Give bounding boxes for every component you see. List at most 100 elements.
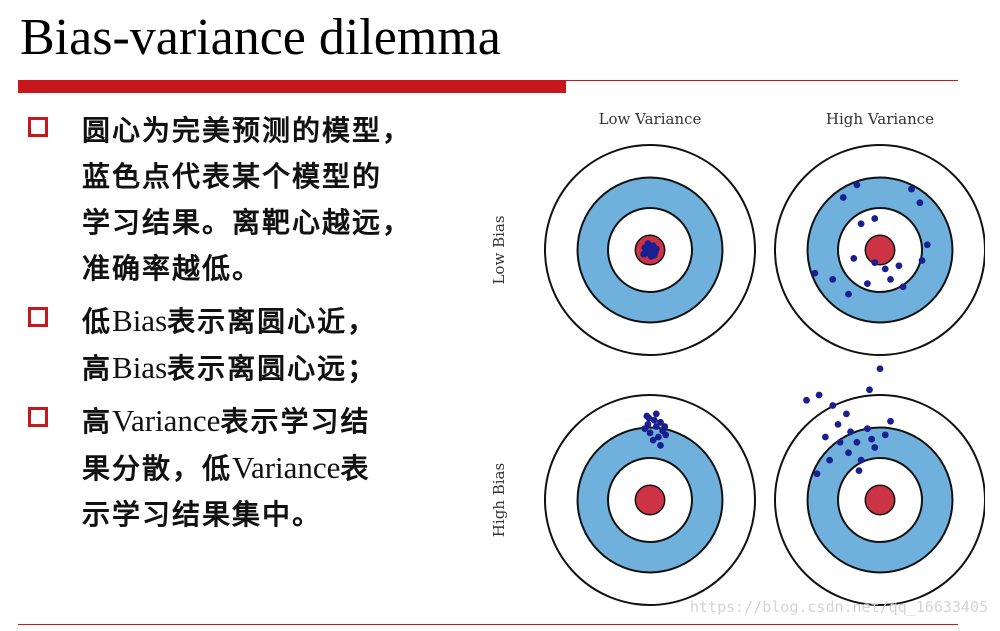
bullet-text-segment: Bias (112, 303, 168, 338)
bullet-text-segment: 表 (340, 452, 371, 485)
prediction-dot (855, 467, 863, 474)
bullet-text-segment: 准确率越低。 (82, 252, 263, 285)
prediction-dot (843, 410, 850, 418)
bullet-text-segment: 示学习结果集中。 (82, 498, 323, 531)
bullet-text-segment: 学习结果。离靶心越远， (82, 206, 413, 239)
prediction-dot (887, 276, 894, 283)
prediction-dot (650, 251, 658, 259)
prediction-dot (829, 402, 837, 409)
prediction-dot (871, 215, 879, 222)
row-label: Low Bias (490, 215, 508, 284)
bullet-text-line: 低Bias表示离圆心近， (82, 298, 508, 345)
prediction-dot (657, 442, 664, 449)
prediction-dot (923, 241, 931, 249)
prediction-dot (853, 438, 861, 446)
watermark: https://blog.csdn.net/qq_16633405 (689, 598, 988, 616)
bullet-text-segment: 表示离圆心近， (167, 305, 378, 338)
prediction-dot (857, 220, 865, 228)
prediction-dot (643, 245, 651, 253)
prediction-dot (641, 425, 649, 432)
prediction-dot (662, 431, 670, 439)
bullet-text-segment: 高 (82, 352, 113, 385)
prediction-dot (845, 290, 852, 298)
bullet-text-segment: Bias (112, 350, 168, 385)
prediction-dot (887, 417, 894, 425)
prediction-dot (839, 194, 847, 201)
bullet-item-3: 高Variance表示学习结果分散，低Variance表示学习结果集中。 (28, 398, 508, 538)
prediction-dot (847, 428, 854, 436)
slide-title: Bias-variance dilemma (20, 9, 501, 66)
prediction-dot (853, 181, 861, 189)
prediction-dot (650, 416, 658, 424)
prediction-dot (881, 265, 889, 273)
target-bullseye (634, 484, 666, 516)
prediction-dot (811, 269, 819, 277)
target-bullseye (864, 234, 896, 266)
prediction-dot (871, 444, 879, 451)
prediction-dot (813, 470, 821, 478)
prediction-dot (803, 396, 810, 404)
prediction-dot (895, 262, 903, 270)
prediction-dot (916, 199, 924, 207)
bullet-text-line: 高Variance表示学习结 (82, 398, 508, 445)
bullet-marker-icon (28, 307, 48, 327)
prediction-dot (845, 449, 852, 457)
prediction-dot (850, 255, 858, 262)
prediction-dot (640, 250, 648, 258)
prediction-dot (652, 423, 660, 430)
prediction-dot (661, 423, 669, 430)
row-label: High Bias (490, 463, 508, 537)
bullet-marker-icon (28, 117, 48, 137)
footer-line (18, 624, 958, 625)
bullet-text-line: 圆心为完美预测的模型， (82, 108, 508, 154)
bullet-text-line: 果分散，低Variance表 (82, 445, 508, 492)
prediction-dot (652, 245, 660, 253)
prediction-dot (646, 429, 654, 437)
bullet-text-segment: 果分散，低 (82, 452, 233, 485)
bullet-text-line: 蓝色点代表某个模型的 (82, 154, 508, 200)
prediction-dot (834, 421, 842, 428)
prediction-dot (871, 259, 879, 266)
bullet-text-segment: 低 (82, 305, 113, 338)
bullet-marker-icon (28, 407, 48, 427)
bullet-text-segment: 高 (82, 405, 113, 438)
prediction-dot (876, 365, 884, 373)
column-label: High Variance (826, 110, 934, 128)
bullet-text-segment: Variance (112, 403, 221, 438)
bullet-text-segment: 表示离圆心远； (167, 352, 378, 385)
target-bullseye (864, 484, 896, 516)
prediction-dot (822, 433, 829, 441)
prediction-dot (657, 418, 664, 426)
bullet-text-segment: 蓝色点代表某个模型的 (82, 160, 383, 193)
column-label: Low Variance (599, 110, 702, 128)
bullet-text-line: 示学习结果集中。 (82, 492, 508, 538)
prediction-dot (918, 257, 926, 264)
bullet-text-segment: 圆心为完美预测的模型， (82, 114, 413, 147)
prediction-dot (908, 185, 915, 193)
prediction-dot (829, 276, 837, 283)
prediction-dot (649, 436, 657, 444)
prediction-dot (826, 456, 833, 464)
title-accent-bar (18, 80, 566, 93)
prediction-dot (645, 414, 653, 422)
bullet-item-1: 圆心为完美预测的模型， 蓝色点代表某个模型的学习结果。离靶心越远， 准确率越低。 (28, 108, 508, 292)
prediction-dot (868, 435, 875, 443)
bullet-text-line: 学习结果。离靶心越远， (82, 200, 508, 246)
prediction-dot (899, 283, 907, 291)
prediction-dot (881, 431, 889, 439)
prediction-dot (652, 410, 660, 418)
prediction-dot (815, 391, 823, 399)
bullet-text-line: 高Bias表示离圆心远； (82, 345, 508, 392)
prediction-dot (866, 386, 873, 394)
bullet-text-line: 准确率越低。 (82, 246, 508, 292)
bullet-text-segment: Variance (232, 450, 341, 485)
bullet-list: 圆心为完美预测的模型，蓝色点代表某个模型的学习结果。离靶心越远，准确率越低。低B… (28, 108, 508, 544)
prediction-dot (864, 280, 871, 287)
prediction-dot (644, 240, 652, 248)
prediction-dot (655, 433, 662, 441)
bullet-text-segment: 表示学习结 (220, 405, 371, 438)
prediction-dot (864, 425, 871, 432)
prediction-dot (836, 438, 844, 446)
bullet-item-2: 低Bias表示离圆心近，高Bias表示离圆心远； (28, 298, 508, 392)
